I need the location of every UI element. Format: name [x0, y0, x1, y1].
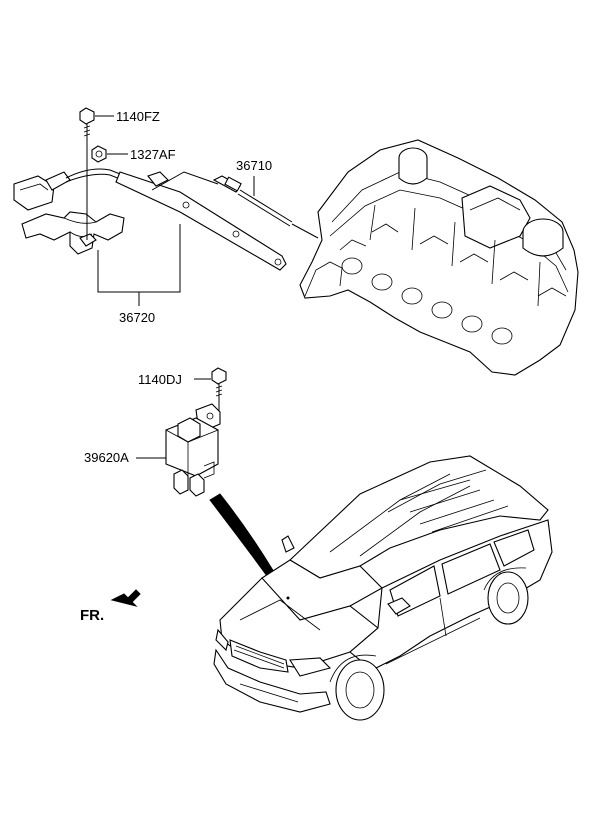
- bolt-1140dj: [194, 367, 227, 414]
- front-direction-indicator: FR.: [80, 589, 141, 624]
- glow-relay: [136, 403, 221, 497]
- front-label: FR.: [80, 607, 104, 624]
- label-1140fz: 1140FZ: [116, 109, 160, 124]
- nut-1327af: [91, 145, 107, 163]
- label-36720: 36720: [119, 310, 155, 325]
- leader-lines-upper: [95, 115, 255, 306]
- label-1327af: 1327AF: [130, 147, 176, 162]
- bolt-1140fz: [79, 107, 95, 240]
- engine-cylinder-head: [299, 139, 579, 376]
- label-36710: 36710: [236, 158, 272, 173]
- glow-plug-harness: [13, 168, 287, 271]
- arrow-down-left-icon: [110, 589, 141, 607]
- glow-plug: [212, 175, 319, 239]
- label-1140dj: 1140DJ: [138, 372, 182, 387]
- label-39620a: 39620A: [84, 450, 129, 465]
- suv-vehicle: [213, 455, 553, 721]
